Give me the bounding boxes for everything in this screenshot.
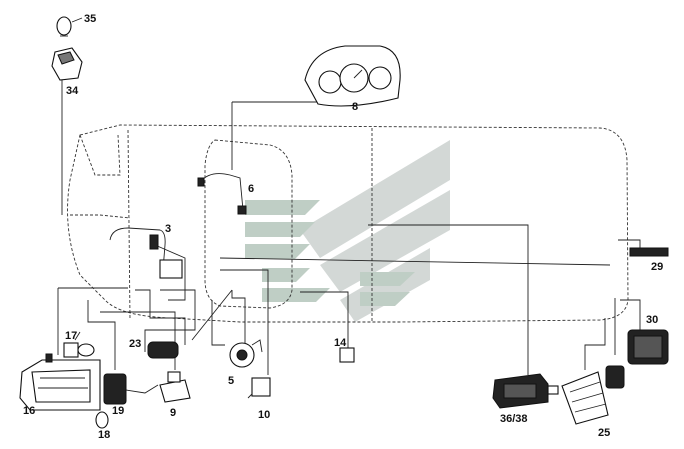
callout-25: 25 (598, 427, 610, 439)
callout-34: 34 (66, 85, 79, 97)
callout-36-38: 36/38 (500, 413, 528, 425)
callout-10: 10 (258, 409, 270, 421)
callout-3: 3 (165, 223, 171, 235)
callout-labels: 35 34 8 6 3 29 30 17 23 14 5 16 19 9 10 … (23, 13, 663, 441)
part-8-instrument-cluster (304, 45, 401, 107)
part-5-horn (229, 339, 263, 368)
part-25-rear-lamp-cluster (561, 365, 625, 425)
part-3-harness (109, 227, 183, 279)
part-14-relay (339, 347, 355, 363)
callout-5: 5 (228, 375, 234, 387)
part-9-connector (159, 371, 191, 403)
callout-6: 6 (248, 183, 254, 195)
part-10-relay (247, 377, 271, 399)
part-18-bulb (95, 411, 109, 429)
part-35-bulb (56, 16, 83, 37)
callout-14: 14 (334, 337, 347, 349)
part-16-headlamp (19, 353, 101, 411)
wiring (57, 80, 641, 375)
callout-30: 30 (646, 314, 658, 326)
callout-29: 29 (651, 261, 663, 273)
callout-8: 8 (352, 101, 358, 113)
watermark-logo (245, 140, 450, 322)
part-17-bulb (63, 331, 95, 358)
part-36-38-rear-lamp (492, 373, 559, 409)
part-19-indicator (103, 373, 159, 405)
callout-17: 17 (65, 330, 77, 342)
callout-23: 23 (129, 338, 141, 350)
part-23-switch (147, 341, 179, 359)
part-34-lamp (51, 47, 83, 81)
part-29-light-bar (629, 247, 669, 257)
part-6-loom (197, 173, 247, 215)
callout-16: 16 (23, 405, 35, 417)
callout-9: 9 (170, 407, 176, 419)
part-30-lamp (627, 329, 669, 365)
callout-35: 35 (84, 13, 96, 25)
callout-19: 19 (112, 405, 124, 417)
callout-18: 18 (98, 429, 110, 441)
